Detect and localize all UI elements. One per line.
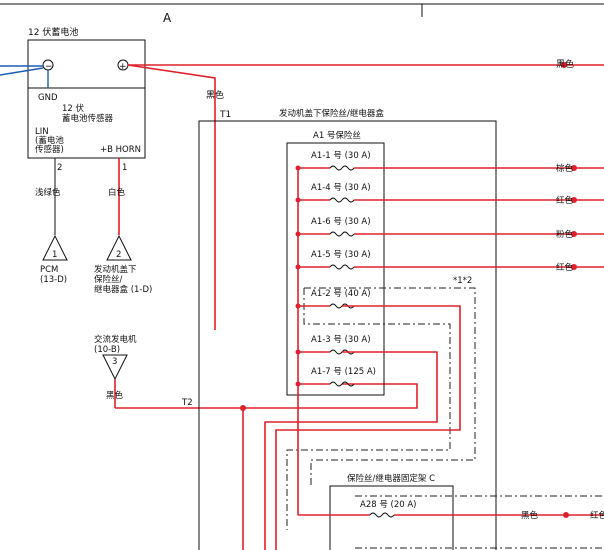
lin-wire-color: 浅绿色 — [35, 187, 61, 198]
pcm-connector — [42, 234, 68, 261]
plus-symbol: + — [119, 62, 127, 72]
bracket-joint — [563, 512, 569, 518]
alternator-ref: (10-B) — [94, 345, 120, 355]
a1-3-feed-wire — [264, 351, 438, 550]
horn-wire-color: 白色 — [108, 187, 126, 198]
fuse-rows: A1-1 号 (30 A) 棕色 A1-4 号 (30 A) 红色 A1-6 号 (30… — [295, 151, 604, 387]
underhood-line1: 发动机盖下 — [94, 264, 137, 275]
fuse-bus-joint — [295, 264, 301, 270]
bracket-fuse-symbol — [369, 512, 395, 518]
alternator-feed-wire — [115, 383, 418, 409]
option-outline-outer — [304, 287, 476, 485]
bracket-outline — [329, 485, 454, 550]
alternator-pin: 3 — [112, 357, 117, 367]
sensor-label-1: 12 伏 — [62, 103, 85, 114]
a1-2-feed-wire — [275, 305, 461, 550]
pcm-name: PCM — [40, 265, 58, 275]
horn-label: +B HORN — [100, 145, 141, 155]
lin-label-3: 传感器) — [35, 144, 64, 155]
bracket-wire-color-2: 红色 — [590, 510, 604, 521]
fuse-label: A1-3 号 (30 A) — [311, 335, 371, 345]
underhood-connector — [106, 234, 132, 261]
ground-lead-2 — [0, 67, 44, 76]
fuse-output-joint — [571, 264, 577, 270]
main-wire-color: 黑色 — [556, 58, 574, 70]
fuse-label: A1-5 号 (30 A) — [311, 250, 371, 260]
fuse-bus-joint — [295, 197, 301, 203]
bracket-title: 保险丝/继电器固定架 C — [347, 473, 435, 484]
pcm-ref: (13-D) — [40, 275, 67, 285]
fuse-symbol — [329, 381, 355, 387]
battery-title: 12 伏蓄电池 — [28, 26, 78, 38]
fuse-symbol — [329, 231, 355, 237]
underhood-line2: 保险丝/ — [94, 274, 123, 285]
lin-label-2: (蓄电池 — [35, 135, 64, 146]
fuse-output-color: 红色 — [556, 195, 574, 206]
pin-lin: 2 — [57, 163, 62, 173]
minus-symbol: − — [45, 62, 53, 72]
fuse-output-color: 棕色 — [556, 163, 574, 174]
battery-box — [27, 39, 146, 159]
fuse-box-outline — [198, 120, 497, 550]
underhood-pin: 2 — [116, 250, 121, 260]
pin-horn: 1 — [122, 163, 127, 173]
pcm-pin: 1 — [52, 250, 57, 260]
sensor-label-2: 蓄电池传感器 — [62, 113, 114, 124]
fuse-group-outline — [286, 142, 385, 396]
positive-drop-wire — [127, 64, 216, 330]
fuse-label: A1-7 号 (125 A) — [311, 367, 376, 377]
alternator-connector — [102, 354, 128, 381]
fuse-symbol — [329, 197, 355, 203]
bracket-wire-color-1: 黑色 — [521, 510, 539, 521]
bracket-fuse-label: A28 号 (20 A) — [360, 500, 417, 510]
option-outline-inner — [286, 288, 451, 530]
gnd-label: GND — [38, 93, 58, 103]
fuse-output-joint — [571, 231, 577, 237]
option-note: *1*2 — [453, 276, 472, 286]
fuse-bus-joint — [295, 165, 301, 171]
fuse-label: A1-2 号 (40 A) — [311, 289, 371, 299]
fuse-group-title: A1 号保险丝 — [313, 130, 361, 141]
fuse-symbol — [329, 165, 355, 171]
alternator-name: 交流发电机 — [94, 334, 137, 345]
fuse-box-title: 发动机盖下保险丝/继电器盒 — [279, 108, 384, 119]
fuse-output-joint — [571, 165, 577, 171]
zone-label: A — [163, 11, 172, 25]
fuse-output-joint — [571, 197, 577, 203]
main-wire-joint — [561, 62, 567, 68]
fuse-label: A1-6 号 (30 A) — [311, 217, 371, 227]
drop-wire-color: 黑色 — [206, 89, 224, 101]
alternator-wire-color: 黑色 — [106, 390, 124, 401]
fuse-symbol — [329, 264, 355, 270]
underhood-line3: 继电器盒 (1-D) — [94, 284, 152, 295]
fuse-label: A1-4 号 (30 A) — [311, 183, 371, 193]
fuse-output-color: 粉色 — [556, 229, 574, 240]
lin-label-1: LIN — [35, 127, 49, 137]
fuse-output-color: 红色 — [556, 262, 574, 273]
t1-label: T1 — [219, 110, 231, 120]
t2-label: T2 — [181, 398, 193, 408]
fuse-label: A1-1 号 (30 A) — [311, 151, 371, 161]
fuse-bus-joint — [295, 231, 301, 237]
